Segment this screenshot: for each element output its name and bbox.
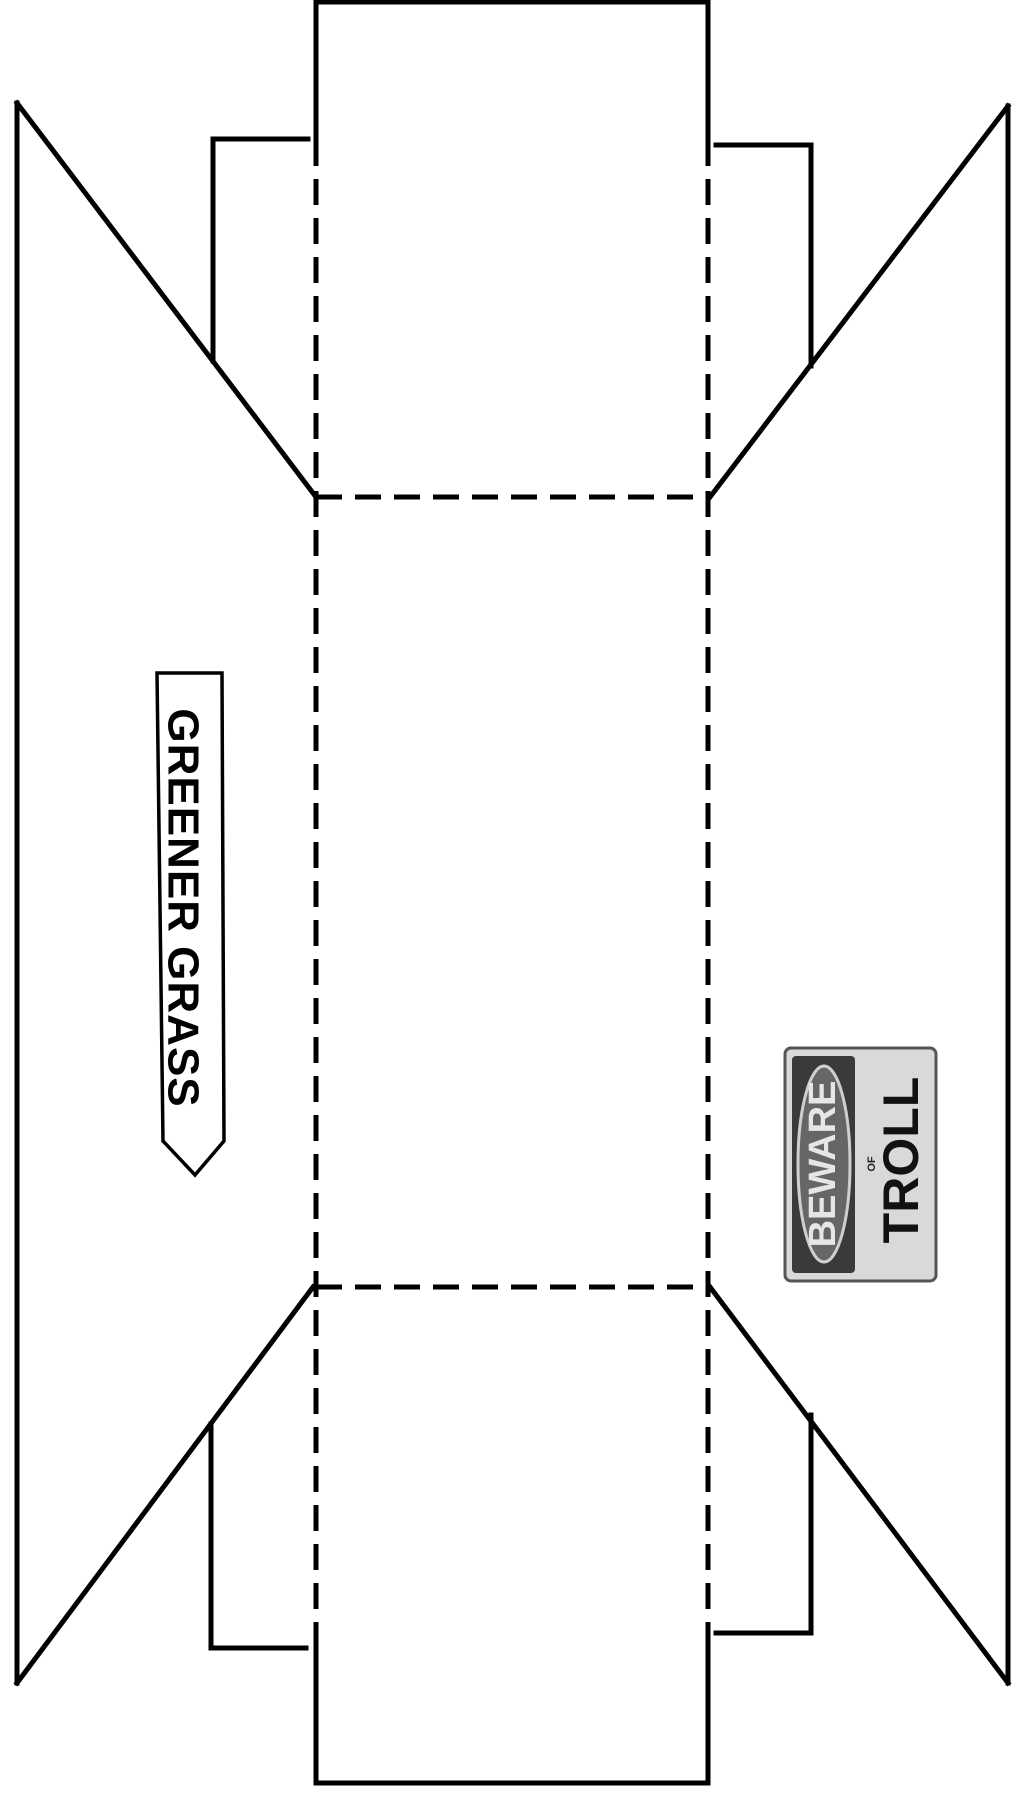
- greener-grass-arrow-sign: GREENER GRASS: [155, 671, 226, 1178]
- arrow-sign-text: GREENER GRASS: [158, 708, 207, 1107]
- top-flap: [313, 0, 711, 143]
- warning-sign-line2: OF: [866, 1156, 878, 1172]
- top-left-diagonal: [13, 99, 320, 501]
- warning-sign-oval: [796, 1064, 852, 1264]
- bottom-right-diagonal: [706, 1283, 1012, 1687]
- bottom-flap: [313, 1642, 711, 1786]
- bottom-right-tab: [713, 1412, 814, 1636]
- top-right-diagonal: [706, 102, 1012, 501]
- warning-sign-line3: TROLL: [873, 1077, 929, 1244]
- warning-sign-line1: BEWARE: [802, 1081, 844, 1248]
- bottom-left-tab: [208, 1421, 309, 1651]
- bottom-left-diagonal: [13, 1283, 317, 1687]
- top-right-tab: [713, 142, 814, 369]
- arrow-sign-outline: [155, 671, 226, 1178]
- top-left-tab: [210, 136, 311, 364]
- beware-of-troll-sign: BEWARE OF TROLL: [783, 1046, 938, 1283]
